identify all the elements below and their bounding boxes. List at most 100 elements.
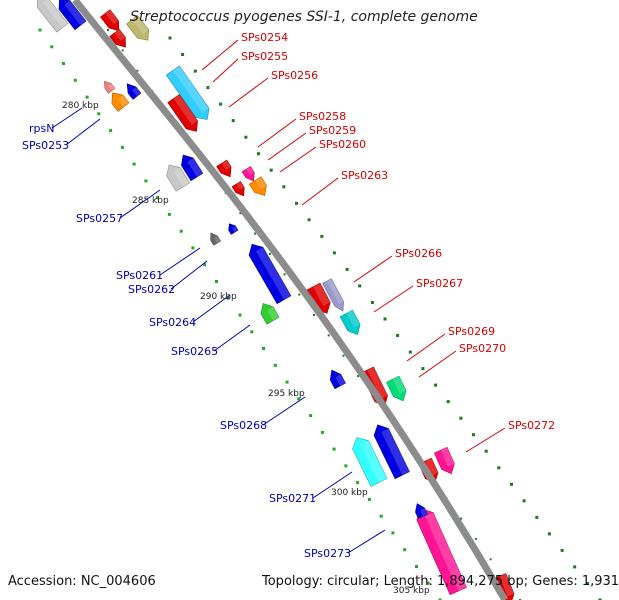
track-dot: [144, 179, 148, 183]
leader-line-sps0272: [465, 427, 506, 453]
track-dot: [238, 313, 242, 317]
track-dot: [254, 232, 257, 235]
gene-block-highlight: [440, 447, 455, 467]
gene-block-highlight: [173, 167, 190, 188]
gene-block-highlight: [420, 507, 428, 517]
gene-block-shape: [352, 437, 388, 487]
accession-text: Accession: NC_004606: [8, 574, 156, 589]
gene-block: [433, 446, 455, 475]
gene-block-highlight: [173, 94, 198, 125]
gene-block-highlight: [221, 160, 232, 170]
gene-block-shape: [165, 65, 210, 120]
leader-line-sps0257: [119, 189, 161, 219]
gene-block-shape: [329, 369, 346, 390]
gene-label-sps0255: SPs0255: [241, 50, 289, 63]
gene-block: [322, 278, 344, 312]
leader-line-sps0267: [373, 285, 414, 313]
track-dot: [460, 517, 463, 520]
gene-block-highlight: [335, 374, 346, 386]
gene-block: [386, 375, 407, 402]
track-dot: [421, 367, 425, 371]
track-dot: [396, 334, 400, 337]
gene-block-shape: [386, 375, 407, 402]
gene-label-sps0263: SPs0263: [341, 169, 389, 182]
gene-block-highlight: [42, 0, 68, 28]
label-leader-lines: [51, 39, 506, 554]
gene-block-shape: [322, 278, 344, 312]
gene-block: [126, 83, 142, 100]
track-dot: [107, 29, 109, 31]
track-dot: [97, 112, 101, 116]
gene-block-shape: [36, 0, 69, 33]
gene-block-shape: [241, 166, 255, 182]
gene-block: [216, 159, 232, 178]
gene-block-shape: [181, 154, 204, 182]
track-dot: [313, 314, 315, 316]
leader-line-sps0253: [65, 118, 101, 146]
gene-label-sps0270: SPs0270: [459, 342, 507, 355]
gene-block-shape: [415, 503, 428, 519]
track-dot: [250, 330, 254, 334]
gene-block-highlight: [117, 94, 130, 108]
gene-block-highlight: [312, 283, 331, 307]
track-dot: [156, 196, 160, 200]
track-dot: [438, 598, 442, 600]
gene-block: [58, 0, 87, 31]
track-dot: [327, 334, 330, 337]
leader-line-sps0271: [312, 471, 353, 499]
track-dot: [203, 263, 207, 267]
track-dot: [309, 414, 313, 418]
gene-block-highlight: [132, 86, 141, 97]
kbp-tick-label: 285 kbp: [132, 196, 169, 206]
gene-label-sps0254: SPs0254: [241, 31, 289, 44]
gene-block-shape: [216, 159, 232, 178]
gene-block-shape: [248, 243, 292, 305]
track-dot: [379, 514, 383, 518]
gene-label-sps0256: SPs0256: [271, 69, 319, 82]
gene-block: [126, 15, 149, 41]
gene-label-sps0273: SPs0273: [304, 547, 352, 560]
track-dot: [357, 375, 360, 378]
genome-map-panel: Streptococcus pyogenes SSI-1, complete g…: [8, 0, 619, 600]
kbp-tick-label: 280 kbp: [62, 101, 99, 111]
track-dot: [273, 363, 277, 367]
gene-block: [248, 176, 267, 197]
track-dot: [244, 135, 248, 139]
track-dot: [497, 466, 501, 470]
track-dot: [585, 582, 589, 585]
kbp-tick-label: 305 kbp: [393, 586, 430, 596]
gene-label-rpsn: rpsN: [29, 122, 55, 135]
gene-block-shape: [58, 0, 87, 31]
gene-block-highlight: [246, 166, 255, 175]
track-dot: [206, 86, 210, 90]
leader-line-sps0273: [347, 529, 386, 554]
gene-block: [36, 0, 69, 33]
track-dot: [62, 62, 65, 65]
track-dot: [342, 354, 345, 357]
track-dot: [285, 380, 289, 384]
track-dot: [297, 397, 301, 401]
gene-block-highlight: [392, 376, 407, 394]
track-dot: [573, 565, 577, 569]
gene-block-shape: [166, 164, 191, 192]
leader-line-sps0269: [406, 333, 446, 362]
track-dot: [403, 548, 407, 552]
genome-map: [36, 0, 602, 600]
track-dot: [383, 317, 387, 321]
leader-line-sps0264: [192, 294, 231, 323]
gene-block: [181, 154, 204, 182]
gene-label-sps0272: SPs0272: [508, 419, 556, 432]
leader-line-sps0255: [212, 58, 239, 83]
gene-block: [231, 181, 245, 197]
track-dot: [547, 532, 551, 536]
track-dot: [510, 482, 513, 486]
track-dot: [332, 447, 336, 451]
track-dot: [168, 36, 172, 40]
track-dot: [474, 537, 477, 540]
gene-block-highlight: [187, 158, 203, 178]
gene-label-sps0268: SPs0268: [220, 419, 268, 432]
gene-block-shape: [231, 181, 245, 197]
gene-block-highlight: [267, 306, 280, 321]
track-dot: [179, 229, 183, 233]
leader-line-sps0263: [301, 177, 339, 206]
